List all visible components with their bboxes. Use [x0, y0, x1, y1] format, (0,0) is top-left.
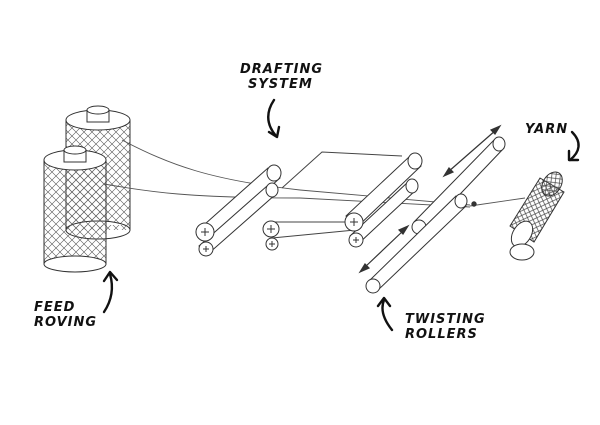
- roller-direction-arrows: [358, 124, 502, 274]
- drafting-label-line-1: Drafting: [240, 62, 323, 77]
- annotation-arrows: [102, 98, 580, 332]
- yarn-arrow: [567, 130, 580, 162]
- twisting-arrow: [376, 296, 394, 332]
- drafting-roller-pair-1: [195, 164, 282, 257]
- twisting-rollers-label: Twisting Rollers: [405, 312, 486, 342]
- yarn-label-text: Yarn: [525, 122, 569, 137]
- twisting-label-line-1: Twisting: [405, 312, 486, 327]
- drafting-label-line-2: System: [248, 77, 313, 92]
- feed-label-line-2: Roving: [34, 315, 98, 330]
- feed-arrow: [102, 270, 119, 314]
- twisting-rollers: [365, 136, 506, 294]
- drafting-roller-pair-2: [262, 220, 280, 251]
- drafting-system-label: Drafting System: [240, 62, 323, 92]
- front-roving-bobbin: [43, 145, 107, 273]
- yarn-label: Yarn: [525, 122, 568, 137]
- yarn-package: [509, 171, 565, 261]
- feed-roving-label: Feed Roving: [34, 300, 97, 330]
- drafting-arrow: [267, 98, 281, 139]
- feed-label-line-1: Feed: [34, 300, 76, 315]
- twisting-label-line-2: Rollers: [405, 327, 478, 342]
- drafting-belt: [270, 151, 403, 239]
- drafting-roller-pair-3: [344, 152, 423, 248]
